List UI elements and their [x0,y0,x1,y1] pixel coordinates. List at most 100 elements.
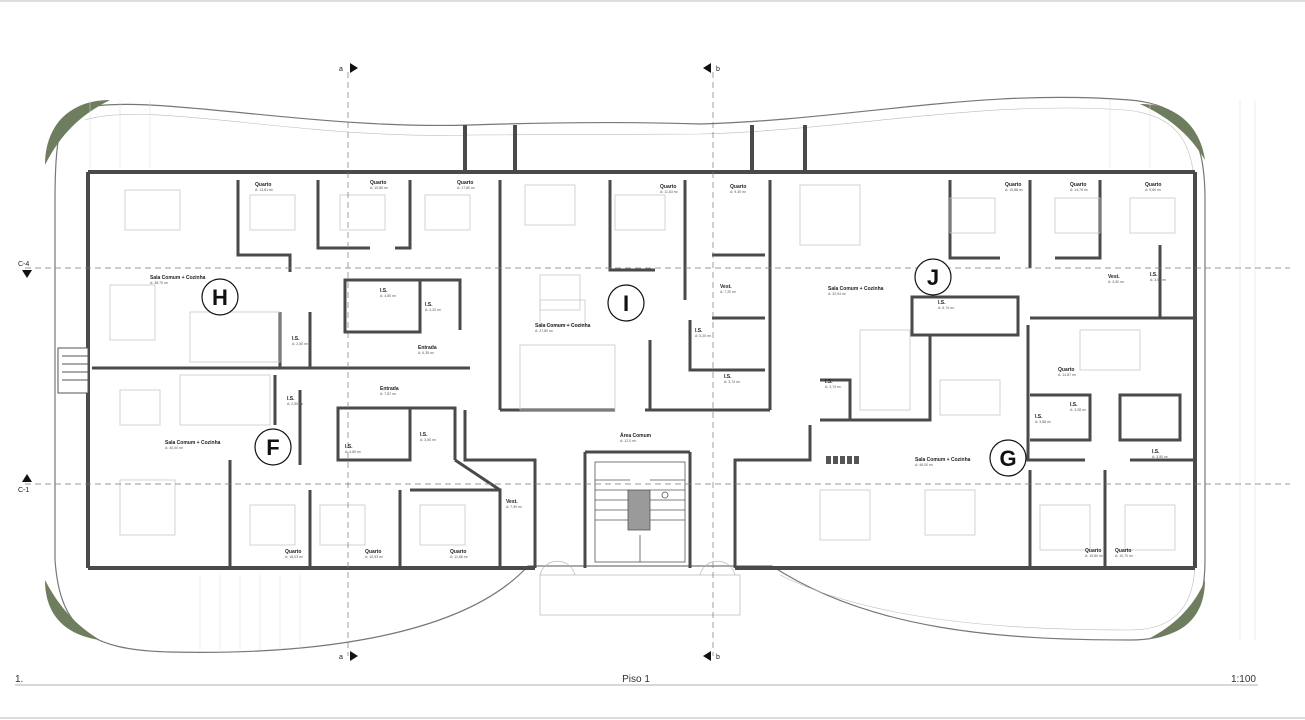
room-name: I.S. [420,432,428,438]
section-marker-a-top: a [339,63,358,73]
room-area: A: 15,80 m² [1085,554,1104,558]
room-area: A: 32,94 m² [828,292,847,296]
room-name: Quarto [1145,182,1161,188]
svg-text:J: J [927,265,939,290]
planter-bottom-left [45,580,100,640]
room-area: A: 13,81 m² [255,188,274,192]
svg-text:H: H [212,285,228,310]
room-name: I.S. [287,396,295,402]
room-name: I.S. [345,444,353,450]
room-area: A: 3,61 m² [1150,278,1167,282]
unit-tag-h: H [201,278,239,316]
room-name: Entrada [418,345,437,351]
room-area: A: 5,20 m² [695,334,712,338]
unit-tag-f: F [254,428,292,466]
section-marker-c1: C-1 [18,474,32,494]
room-area: A: 11,63 m² [660,190,679,194]
room-name: Vest. [1108,274,1120,280]
room-area: A: 12,0 m² [620,439,637,443]
planter-top-left [45,100,110,165]
svg-text:a: a [339,654,343,661]
unit-tag-i: I [607,284,645,322]
room-name: Quarto [255,182,271,188]
drawing-number: 1. [15,674,23,685]
room-area: A: 3,74 m² [825,385,842,389]
room-area: A: 3,88 m² [1035,420,1052,424]
room-name: Entrada [380,386,399,392]
room-name: Vest. [506,499,518,505]
room-name: Quarto [660,184,676,190]
room-name: I.S. [380,288,388,294]
room-name: Quarto [450,549,466,555]
svg-text:I: I [623,291,629,316]
entrance-balconies [539,560,741,616]
room-area: A: 4,20 m² [425,308,442,312]
room-area: A: 27,80 m² [535,329,554,333]
shaft-grille-g [826,456,859,464]
room-name: I.S. [1150,272,1158,278]
unit-tag-g: G [989,439,1027,477]
room-name: I.S. [825,379,833,385]
room-name: Quarto [370,180,386,186]
room-area: A: 46,00 m² [915,463,934,467]
room-name: Sala Comum + Cozinha [165,440,221,446]
room-area: A: 10,93 m² [365,555,384,559]
room-name: Quarto [457,180,473,186]
room-name: Quarto [1085,548,1101,554]
room-area: A: 3,90 m² [1108,280,1125,284]
room-name: Quarto [1005,182,1021,188]
room-name: Sala Comum + Cozinha [150,275,206,281]
left-facade-grille [57,347,89,394]
room-area: A: 6,35 m² [418,351,435,355]
room-name: I.S. [695,328,703,334]
svg-text:F: F [266,435,279,460]
svg-text:G: G [999,446,1016,471]
unit-tag-j: J [914,258,952,296]
svg-text:b: b [716,66,720,73]
terrace-hatching [89,100,1256,650]
room-area: A: 4,80 m² [380,294,397,298]
room-name: Quarto [285,549,301,555]
section-marker-a-bottom: a [339,651,358,661]
room-area: A: 2,50 m² [292,342,309,346]
section-lines [25,72,1290,656]
room-area: A: 6,74 m² [938,306,955,310]
room-name: I.S. [724,374,732,380]
room-name: Área Comum [620,432,652,439]
room-area: A: 14,87 m² [1058,373,1077,377]
room-area: A: 3,74 m² [724,380,741,384]
room-name: Quarto [730,184,746,190]
room-area: A: 9,30 m² [730,190,747,194]
section-marker-b-top: b [703,63,720,73]
room-area: A: 40,00 m² [165,446,184,450]
section-marker-b-bottom: b [703,651,720,661]
room-area: A: 3,28 m² [1070,408,1087,412]
room-name: Sala Comum + Cozinha [915,457,971,463]
room-area: A: 14,75 m² [1070,188,1089,192]
room-area: A: 7,20 m² [720,290,737,294]
room-name: I.S. [1070,402,1078,408]
room-name: Sala Comum + Cozinha [828,286,884,292]
svg-text:b: b [716,654,720,661]
room-area: A: 4,80 m² [345,450,362,454]
furniture-layout [109,184,1176,551]
room-area: A: 2,50 m² [287,402,304,406]
room-area: A: 11,88 m² [450,555,469,559]
room-name: Sala Comum + Cozinha [535,323,591,329]
room-name: I.S. [292,336,300,342]
room-name: I.S. [1152,449,1160,455]
room-area: A: 9,60 m² [1145,188,1162,192]
planter-top-right [1140,104,1205,160]
room-name: Vest. [720,284,732,290]
envelope-inner-line [84,107,1196,631]
room-name: Quarto [1070,182,1086,188]
room-name: I.S. [938,300,946,306]
svg-text:C-4: C-4 [18,261,29,268]
room-area: A: 38,70 m² [150,281,169,285]
room-name: I.S. [425,302,433,308]
room-area: A: 7,90 m² [506,505,523,509]
room-area: A: 10,88 m² [1005,188,1024,192]
room-area: A: 16,03 m² [285,555,304,559]
drawing-scale: 1:100 [1231,674,1256,685]
